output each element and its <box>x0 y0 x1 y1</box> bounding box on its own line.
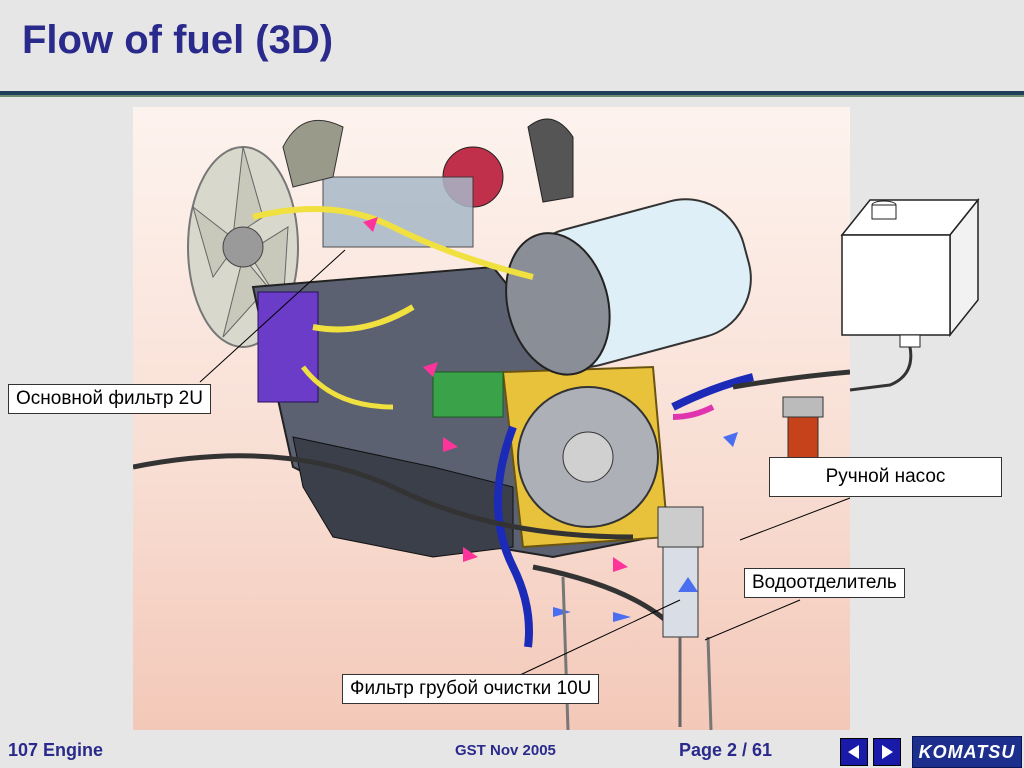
engine-diagram <box>133 107 850 730</box>
return-hose <box>133 453 634 540</box>
engine-illustration <box>133 118 850 730</box>
slide-title: Flow of fuel (3D) <box>22 18 334 62</box>
next-slide-button[interactable] <box>873 738 901 766</box>
muffler <box>505 198 752 376</box>
footer-date: GST Nov 2005 <box>455 742 556 759</box>
flow-arrows-magenta <box>363 217 628 572</box>
callout-hand-pump: Ручной насос <box>769 457 1002 497</box>
intake-elbow <box>282 119 344 188</box>
exhaust-pipe <box>527 118 574 203</box>
ecu-module <box>257 291 319 403</box>
injection-pump <box>432 371 504 418</box>
hand-pump-filter <box>782 396 824 463</box>
komatsu-logo: KOMATSU <box>912 736 1022 768</box>
fuel-line-yellow <box>252 206 534 280</box>
triangle-left-icon <box>848 745 859 759</box>
title-divider-accent <box>0 95 1024 97</box>
previous-slide-button[interactable] <box>840 738 868 766</box>
fuel-tank-illustration <box>840 197 980 392</box>
callout-water-separator: Водоотделитель <box>744 568 905 598</box>
callout-coarse-filter: Фильтр грубой очистки 10U <box>342 674 600 704</box>
triangle-right-icon <box>882 745 893 759</box>
oil-pan <box>292 436 514 558</box>
fuel-tank <box>840 197 980 392</box>
footer-page-number: Page 2 / 61 <box>679 740 773 760</box>
footer-course-title: 107 Engine <box>8 740 104 760</box>
callout-main-filter: Основной фильтр 2U <box>8 384 211 414</box>
water-separator <box>657 506 704 727</box>
title-divider <box>0 91 1024 95</box>
